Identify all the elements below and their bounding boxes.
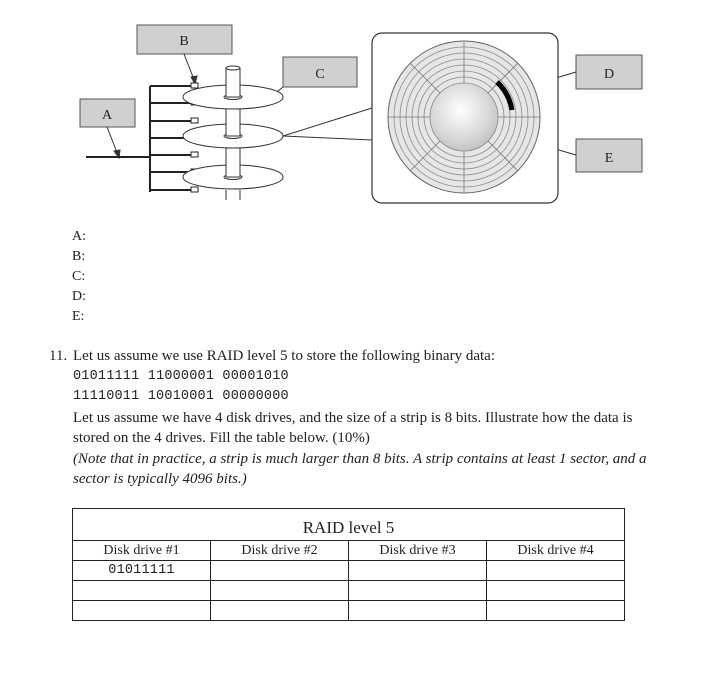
question-11: 11. Let us assume we use RAID level 5 to… xyxy=(49,346,649,490)
label-box-b: B xyxy=(136,24,233,55)
table-cell[interactable] xyxy=(486,580,625,601)
binary-data-line-1: 01011111 11000001 00001010 xyxy=(73,368,289,384)
answer-d: D: xyxy=(72,289,86,304)
label-c: C xyxy=(315,67,324,82)
hard-disk-diagram: B C A D E xyxy=(79,24,643,204)
label-box-d: D xyxy=(575,54,643,90)
label-b: B xyxy=(179,34,188,49)
table-row xyxy=(72,580,625,601)
platter-stack xyxy=(182,65,284,200)
question-instructions: Let us assume we have 4 disk drives, and… xyxy=(73,409,633,447)
table-row: 01011111 xyxy=(72,560,625,581)
table-cell[interactable] xyxy=(486,560,625,581)
answer-c: C: xyxy=(72,269,86,284)
label-d: D xyxy=(604,67,614,82)
table-cell[interactable] xyxy=(486,600,625,621)
label-a: A xyxy=(102,108,113,123)
header-disk-4: Disk drive #4 xyxy=(486,540,625,561)
answer-list: A: B: C: D: E: xyxy=(72,227,86,327)
table-cell[interactable] xyxy=(348,600,487,621)
table-cell[interactable] xyxy=(210,600,349,621)
table-cell[interactable] xyxy=(72,600,211,621)
answer-e: E: xyxy=(72,309,85,324)
label-e: E xyxy=(605,151,614,166)
question-note: (Note that in practice, a strip is much … xyxy=(73,450,647,488)
header-disk-3: Disk drive #3 xyxy=(348,540,487,561)
question-number: 11. xyxy=(49,348,68,364)
header-disk-1: Disk drive #1 xyxy=(72,540,211,561)
table-cell[interactable] xyxy=(348,560,487,581)
binary-data-line-2: 11110011 10010001 00000000 xyxy=(73,389,289,404)
label-box-e: E xyxy=(575,138,643,173)
actuator-arm xyxy=(86,85,196,192)
table-cell[interactable] xyxy=(210,560,349,581)
question-intro: Let us assume we use RAID level 5 to sto… xyxy=(73,348,495,364)
table-title: RAID level 5 xyxy=(72,508,625,541)
label-box-c: C xyxy=(282,56,358,88)
raid-table: RAID level 5 Disk drive #1 Disk drive #2… xyxy=(72,508,625,621)
answer-a: A: xyxy=(72,229,86,244)
answer-b: B: xyxy=(72,249,86,264)
header-disk-2: Disk drive #2 xyxy=(210,540,349,561)
table-row xyxy=(72,600,625,621)
table-cell[interactable] xyxy=(210,580,349,601)
zoomed-platter xyxy=(371,32,559,204)
table-cell[interactable] xyxy=(348,580,487,601)
table-cell[interactable]: 01011111 xyxy=(72,560,211,581)
table-cell[interactable] xyxy=(72,580,211,601)
label-box-a: A xyxy=(79,98,136,128)
